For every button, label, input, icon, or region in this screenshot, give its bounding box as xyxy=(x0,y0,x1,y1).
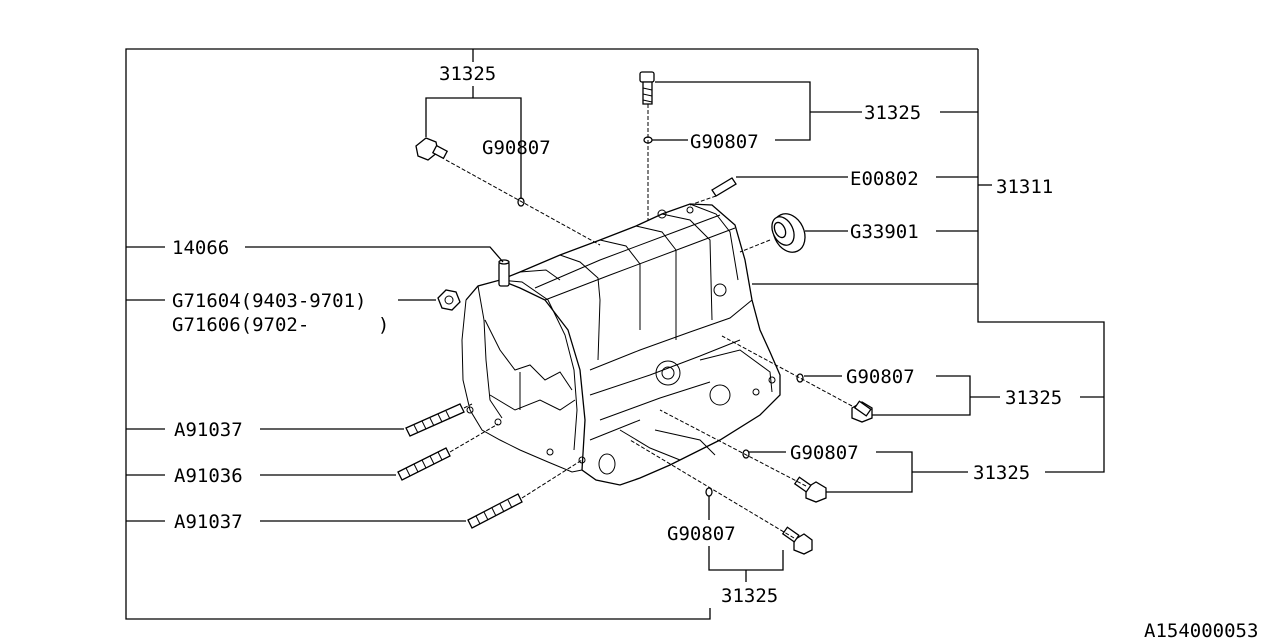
callout-labels: 31325 G90807 31325 G90807 E00802 31311 G… xyxy=(172,63,1258,640)
washers xyxy=(517,136,804,497)
bolt-right-1 xyxy=(851,400,873,423)
leader-lines xyxy=(126,81,1104,582)
label-g71606: G71606(9702- ) xyxy=(172,314,389,336)
label-31325-right-1: 31325 xyxy=(1005,387,1062,409)
bolt-bottom xyxy=(781,526,813,555)
label-31325-top: 31325 xyxy=(439,63,496,85)
label-31325-right-2: 31325 xyxy=(973,462,1030,484)
stud-a91037-2 xyxy=(467,493,523,529)
label-31325-top-right: 31325 xyxy=(864,102,921,124)
label-g33901: G33901 xyxy=(850,221,919,243)
label-31325-bottom: 31325 xyxy=(721,585,778,607)
transmission-case xyxy=(461,203,781,486)
label-31311: 31311 xyxy=(996,176,1053,198)
breather-tube-14066 xyxy=(498,259,510,287)
label-g90807-top-left: G90807 xyxy=(482,137,551,159)
stud-a91036 xyxy=(397,447,451,481)
assembly-lines xyxy=(445,104,853,539)
bolt-top-left xyxy=(415,137,449,161)
label-a91037-1: A91037 xyxy=(174,419,243,441)
bolt-right-2 xyxy=(793,476,827,503)
label-a91037-2: A91037 xyxy=(174,511,243,533)
label-g90807-right-1: G90807 xyxy=(846,366,915,388)
stud-a91037-1 xyxy=(405,403,465,437)
label-14066: 14066 xyxy=(172,237,229,259)
label-g71604: G71604(9403-9701) xyxy=(172,290,366,312)
label-a91036: A91036 xyxy=(174,465,243,487)
label-g90807-bottom: G90807 xyxy=(667,523,736,545)
seal-g33901 xyxy=(771,213,806,253)
label-g90807-right-2: G90807 xyxy=(790,442,859,464)
nut-g71604 xyxy=(437,289,461,311)
plug-e00802 xyxy=(711,177,737,197)
label-g90807-top-right: G90807 xyxy=(690,131,759,153)
diagram-id: A154000053 xyxy=(1144,620,1258,640)
label-e00802: E00802 xyxy=(850,168,919,190)
bolt-top-right xyxy=(639,71,655,105)
